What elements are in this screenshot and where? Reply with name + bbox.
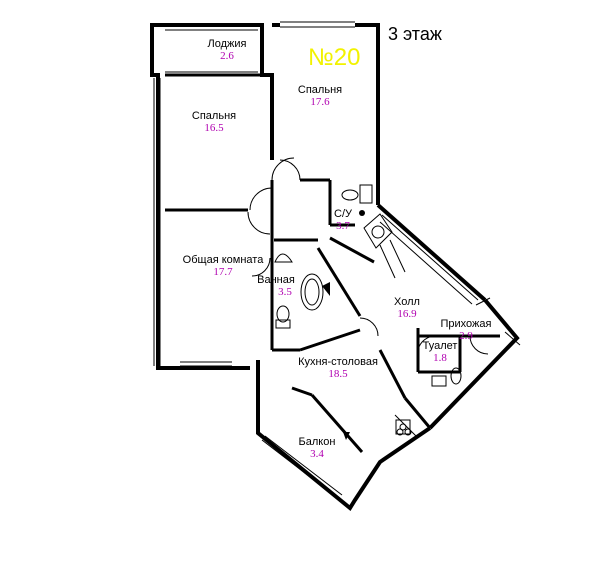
room-bedroom-left: Спальня 16.5	[192, 110, 236, 134]
floor-label: 3 этаж	[388, 24, 442, 44]
room-area: 3.4	[310, 448, 324, 461]
room-area: 18.5	[328, 368, 348, 381]
windows	[153, 21, 479, 501]
room-name: Спальня	[297, 84, 343, 96]
room-name: Туалет	[422, 340, 458, 352]
room-bedroom-right: Спальня 17.6	[298, 84, 342, 108]
room-area: 17.7	[213, 266, 233, 279]
room-name: С/У	[334, 208, 352, 220]
room-bathroom: Ванная 3.5	[257, 274, 295, 298]
room-area: 3.5	[278, 286, 292, 299]
room-name: Лоджия	[207, 38, 247, 50]
inner-walls	[165, 73, 500, 453]
room-living: Общая комната 17.7	[183, 254, 264, 278]
room-area: 16.5	[204, 122, 224, 135]
apartment-number: №20	[308, 44, 361, 71]
room-area: 3.7	[336, 220, 350, 233]
outer-walls	[150, 23, 520, 511]
fixture-fills	[322, 210, 365, 440]
room-name: Балкон	[298, 436, 336, 448]
room-name: Ванная	[257, 274, 295, 286]
doors	[247, 157, 489, 355]
fixtures	[274, 184, 521, 439]
room-loggia: Лоджия 2.6	[208, 38, 247, 62]
room-balcony: Балкон 3.4	[299, 436, 336, 460]
room-area: 2.6	[220, 50, 234, 63]
room-hall: Холл 16.9	[394, 296, 420, 320]
room-kitchen: Кухня-столовая 18.5	[298, 356, 378, 380]
room-area: 1.8	[433, 352, 447, 365]
room-area: 2.9	[459, 330, 473, 343]
room-wc: С/У 3.7	[334, 208, 352, 232]
room-name: Кухня-столовая	[298, 356, 378, 368]
room-area: 17.6	[310, 96, 330, 109]
room-name: Прихожая	[440, 318, 492, 330]
room-name: Холл	[394, 296, 420, 308]
room-toilet: Туалет 1.8	[423, 340, 458, 364]
room-entrance: Прихожая 2.9	[441, 318, 492, 342]
room-name: Спальня	[191, 110, 237, 122]
room-name: Общая комната	[182, 254, 264, 266]
room-area: 16.9	[397, 308, 417, 321]
